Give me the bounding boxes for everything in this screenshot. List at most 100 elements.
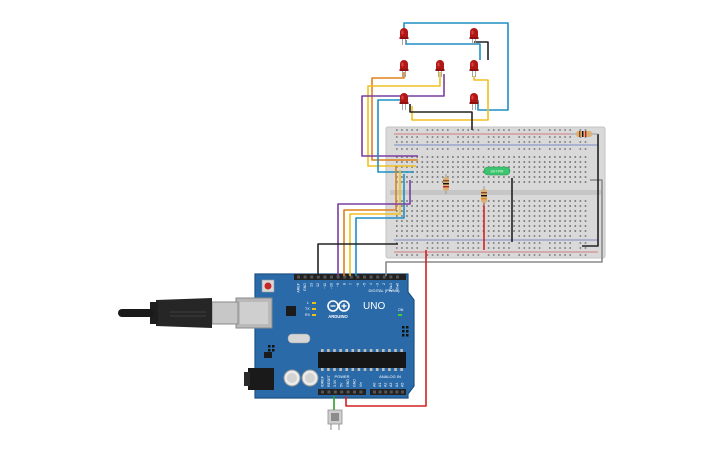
rail-hole bbox=[426, 254, 429, 256]
rail-hole bbox=[503, 136, 505, 138]
strip-hole bbox=[431, 230, 434, 232]
rail-hole bbox=[406, 254, 408, 256]
analog-pin-label: A5 bbox=[400, 383, 404, 387]
strip-hole bbox=[523, 205, 526, 207]
analog-pin[interactable] bbox=[384, 390, 388, 394]
strip-hole bbox=[426, 205, 429, 207]
rail-hole bbox=[508, 129, 510, 131]
reset-button[interactable] bbox=[264, 282, 272, 290]
strip-hole bbox=[584, 171, 587, 173]
strip-hole bbox=[538, 161, 541, 163]
rail-hole bbox=[498, 242, 500, 244]
rail-hole bbox=[554, 254, 556, 256]
chip-pin bbox=[327, 349, 330, 352]
analog-pin[interactable] bbox=[378, 390, 382, 394]
rail-hole bbox=[411, 148, 413, 150]
strip-hole bbox=[411, 181, 413, 183]
chip-pin bbox=[357, 349, 361, 352]
crystal bbox=[287, 333, 311, 344]
strip-hole bbox=[421, 156, 424, 158]
strip-hole bbox=[579, 215, 582, 217]
rail-hole bbox=[538, 141, 541, 143]
digital-pin[interactable] bbox=[297, 275, 300, 279]
digital-pin-label: ~5 bbox=[362, 283, 366, 287]
digital-pin[interactable] bbox=[330, 275, 333, 279]
strip-hole bbox=[559, 156, 561, 158]
power-pin[interactable] bbox=[359, 390, 363, 394]
analog-pin[interactable] bbox=[389, 390, 393, 394]
digital-pin[interactable] bbox=[323, 275, 327, 279]
digital-pin[interactable] bbox=[303, 275, 307, 279]
push-button[interactable] bbox=[327, 409, 343, 430]
digital-pin-label: TX▸1 bbox=[389, 283, 393, 291]
digital-pin[interactable] bbox=[336, 275, 340, 279]
rail-hole bbox=[467, 235, 469, 237]
strip-hole bbox=[533, 230, 536, 232]
analog-pin[interactable] bbox=[401, 390, 404, 394]
digital-pin[interactable] bbox=[316, 275, 320, 279]
power-pin-label: 5V bbox=[340, 382, 344, 387]
digital-pin[interactable] bbox=[369, 275, 373, 279]
digital-pin[interactable] bbox=[356, 275, 360, 279]
power-pin[interactable] bbox=[327, 390, 331, 394]
rail-hole bbox=[492, 242, 495, 244]
rail-hole bbox=[447, 148, 449, 150]
power-pin[interactable] bbox=[321, 390, 324, 394]
rail-hole bbox=[508, 136, 510, 138]
strip-hole bbox=[543, 220, 546, 222]
digital-pin[interactable] bbox=[343, 275, 347, 279]
digital-pin[interactable] bbox=[310, 275, 314, 279]
analog-header[interactable] bbox=[370, 389, 406, 395]
strip-hole bbox=[554, 210, 556, 212]
strip-hole bbox=[549, 215, 551, 217]
strip-hole bbox=[574, 230, 577, 232]
power-pin[interactable] bbox=[353, 390, 356, 394]
strip-hole bbox=[426, 161, 429, 163]
rail-hole bbox=[584, 129, 587, 131]
strip-hole bbox=[467, 166, 469, 168]
rail-hole bbox=[538, 235, 541, 237]
strip-hole bbox=[513, 176, 515, 178]
rail-hole bbox=[462, 148, 464, 150]
rail-hole bbox=[508, 254, 510, 256]
rail-hole bbox=[441, 235, 444, 237]
digital-pin[interactable] bbox=[349, 275, 353, 279]
strip-hole bbox=[457, 176, 459, 178]
strip-hole bbox=[426, 181, 429, 183]
rail-hole bbox=[508, 247, 510, 249]
strip-hole bbox=[426, 210, 429, 212]
strip-hole bbox=[487, 210, 490, 212]
power-pin[interactable] bbox=[340, 390, 344, 394]
rail-hole bbox=[554, 242, 556, 244]
rail-hole bbox=[492, 129, 495, 131]
digital-pin[interactable] bbox=[396, 275, 399, 279]
strip-hole bbox=[401, 161, 403, 163]
rail-hole bbox=[528, 141, 531, 143]
rail-hole bbox=[401, 129, 403, 131]
strip-hole bbox=[457, 161, 459, 163]
usb-cable bbox=[118, 298, 239, 328]
analog-pin[interactable] bbox=[395, 390, 399, 394]
digital-pin[interactable] bbox=[382, 275, 386, 279]
rail-hole bbox=[467, 148, 469, 150]
power-pin[interactable] bbox=[333, 390, 337, 394]
strip-hole bbox=[482, 156, 485, 158]
strip-hole bbox=[436, 200, 439, 202]
rail-hole bbox=[523, 148, 526, 150]
strip-hole bbox=[467, 210, 469, 212]
rail-hole bbox=[467, 254, 469, 256]
strip-hole bbox=[431, 161, 434, 163]
strip-hole bbox=[533, 156, 536, 158]
analog-pin[interactable] bbox=[373, 390, 376, 394]
strip-hole bbox=[416, 176, 418, 178]
digital-pin[interactable] bbox=[389, 275, 393, 279]
rail-hole bbox=[396, 242, 398, 244]
digital-pin[interactable] bbox=[376, 275, 380, 279]
digital-pin[interactable] bbox=[363, 275, 366, 279]
rail-hole bbox=[549, 141, 551, 143]
power-pin[interactable] bbox=[346, 390, 350, 394]
rail-hole bbox=[472, 129, 475, 131]
strip-hole bbox=[416, 205, 418, 207]
rail-hole bbox=[401, 254, 403, 256]
strip-hole bbox=[569, 161, 571, 163]
